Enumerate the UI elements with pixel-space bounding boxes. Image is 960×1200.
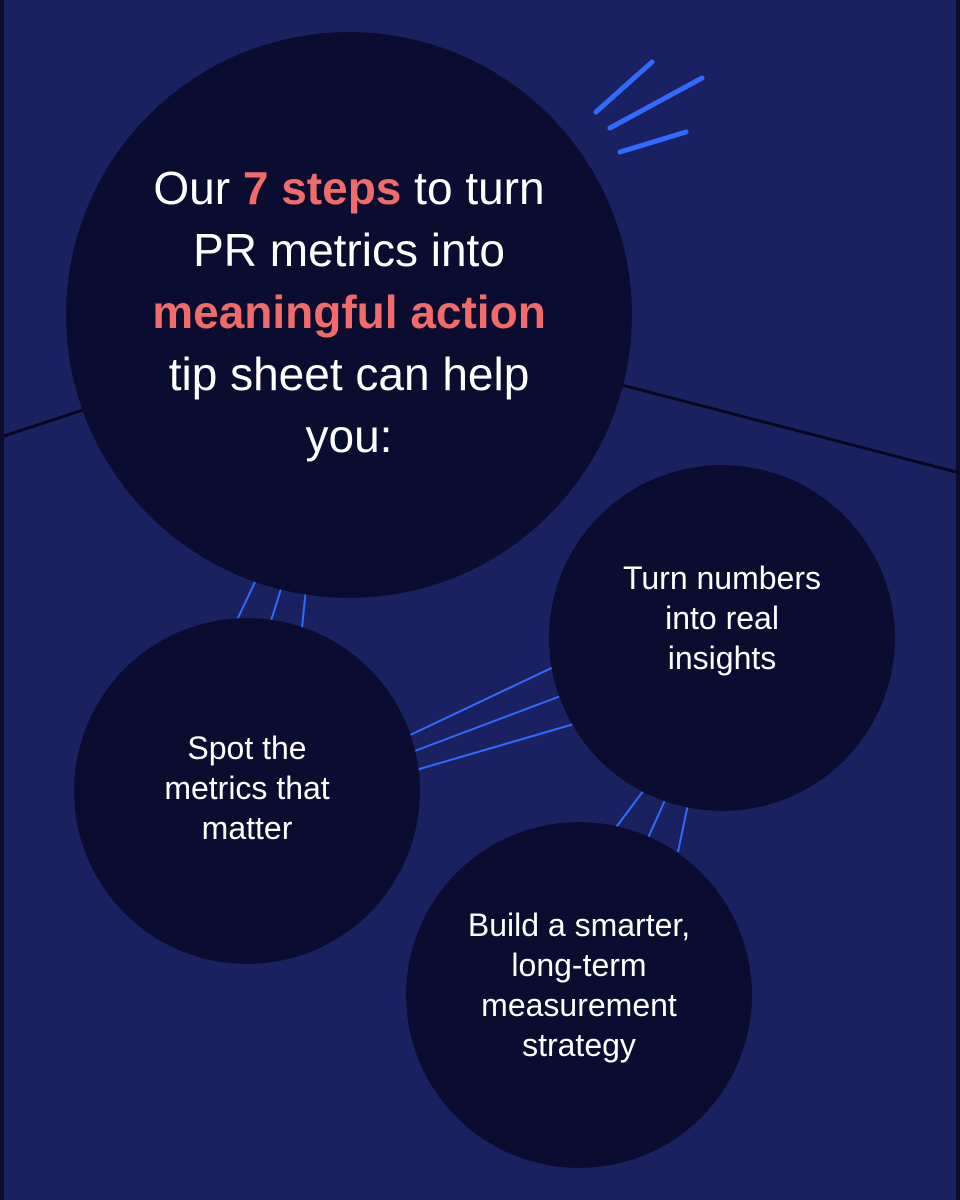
- benefit-circle-insights: Turn numbers into real insights: [549, 465, 895, 811]
- benefit-label: Turn numbers into real insights: [623, 560, 821, 676]
- headline-text: Our 7 steps to turn PR metrics into mean…: [139, 157, 559, 467]
- benefit-circle-strategy: Build a smarter, long-term measurement s…: [406, 822, 752, 1168]
- connector-turn-build-2: [647, 797, 667, 839]
- sparkle-line-1: [593, 59, 655, 115]
- headline-part-3: tip sheet can help you:: [168, 348, 530, 462]
- connector-turn-build-1: [613, 789, 645, 831]
- headline-circle: Our 7 steps to turn PR metrics into mean…: [66, 32, 632, 598]
- benefit-label: Build a smarter, long-term measurement s…: [467, 907, 691, 1063]
- sparkle-line-3: [617, 129, 689, 155]
- connector-spot-turn-1: [407, 663, 561, 737]
- connector-spot-turn-2: [411, 693, 567, 753]
- benefit-label: Spot the metrics that matter: [164, 730, 330, 846]
- connector-turn-build-3: [677, 803, 689, 853]
- dark-line-right: [563, 368, 960, 475]
- headline-highlight-action: meaningful action: [152, 286, 546, 338]
- benefit-circle-metrics: Spot the metrics that matter: [74, 618, 420, 964]
- sparkle-line-2: [607, 75, 705, 131]
- headline-highlight-steps: 7 steps: [242, 162, 402, 214]
- connector-spot-turn-3: [415, 723, 575, 771]
- headline-part-1: Our: [153, 162, 243, 214]
- headline-part-2: to turn PR metrics into: [193, 162, 545, 276]
- decorative-lines: [4, 59, 960, 853]
- connector-main-spot-1: [235, 579, 257, 623]
- connector-main-spot-2: [269, 585, 283, 625]
